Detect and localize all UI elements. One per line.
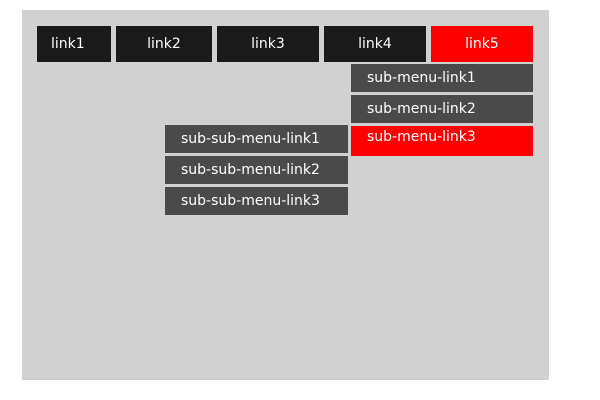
- submenu-item-link2[interactable]: sub-menu-link2: [351, 95, 533, 123]
- nav-item-link5[interactable]: link5: [431, 26, 533, 62]
- sub-submenu-item-link3[interactable]: sub-sub-menu-link3: [165, 187, 348, 215]
- nav-item-link2[interactable]: link2: [116, 26, 212, 62]
- nav-item-link3[interactable]: link3: [217, 26, 319, 62]
- submenu-item-link3[interactable]: sub-menu-link3: [351, 126, 533, 156]
- nav-item-link1[interactable]: link1: [37, 26, 111, 62]
- sub-submenu-item-link2[interactable]: sub-sub-menu-link2: [165, 156, 348, 184]
- sub-submenu: sub-sub-menu-link1 sub-sub-menu-link2 su…: [165, 125, 348, 215]
- sub-submenu-item-link1[interactable]: sub-sub-menu-link1: [165, 125, 348, 153]
- nav-item-link4[interactable]: link4: [324, 26, 426, 62]
- submenu: sub-menu-link1 sub-menu-link2 sub-menu-l…: [351, 64, 533, 156]
- submenu-item-link1[interactable]: sub-menu-link1: [351, 64, 533, 92]
